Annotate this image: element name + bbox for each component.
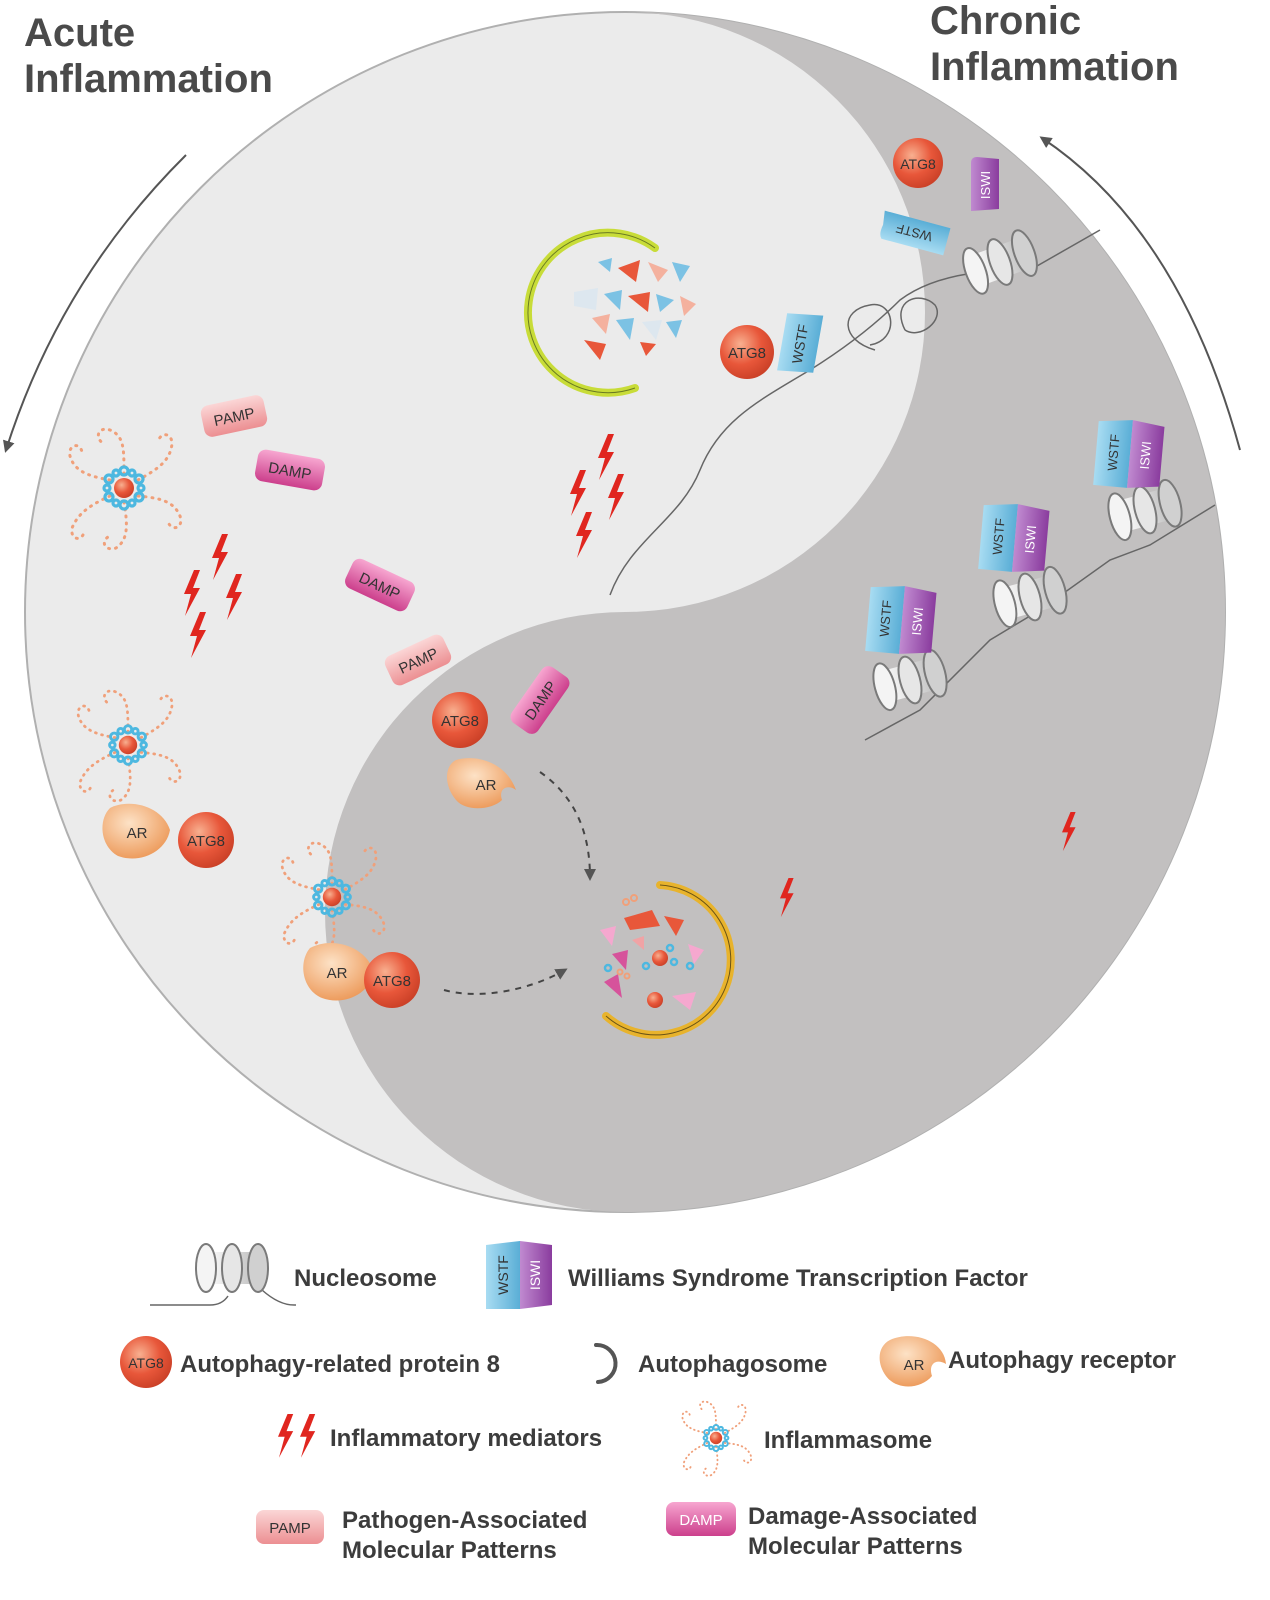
atg8-protein: ATG8	[432, 692, 488, 748]
yin-yang	[24, 11, 1226, 1213]
legend-inflammasome-label: Inflammasome	[764, 1427, 933, 1454]
damp-badge: DAMP	[345, 558, 415, 612]
wstf-fragment: WSTF	[777, 313, 824, 373]
legend-pamp-label: Pathogen-Associated Molecular Patterns	[342, 1506, 587, 1566]
degraded-cargo	[600, 894, 704, 1010]
legend-damp-line2: Molecular Patterns	[748, 1533, 963, 1560]
wstf-iswi-nucleosome: WSTF ISWI	[1093, 420, 1187, 544]
legend-autophagosome-icon	[594, 1342, 618, 1384]
chronic-title-line1: Chronic	[930, 0, 1082, 43]
svg-text:ISWI: ISWI	[978, 171, 993, 199]
acute-title-line2: Inflammation	[24, 57, 273, 101]
chronic-title: Chronic Inflammation	[930, 0, 1179, 90]
svg-text:AR: AR	[476, 777, 497, 794]
damp-badge: DAMP	[255, 449, 325, 491]
autophagy-receptor: AR	[447, 758, 516, 809]
svg-text:ISWI: ISWI	[1022, 525, 1039, 554]
atg8-protein: ATG8	[178, 812, 234, 868]
wstf-iswi-nucleosome: WSTF ISWI	[978, 504, 1072, 631]
legend-autophagosome-label: Autophagosome	[638, 1351, 828, 1378]
legend-damp-line1: Damage-Associated	[748, 1503, 978, 1530]
svg-text:ISWI: ISWI	[527, 1260, 543, 1290]
atg8-protein: ATG8	[720, 325, 774, 379]
acute-arrow	[3, 154, 187, 453]
chronic-arrow	[1039, 136, 1241, 451]
legend-damp-icon: DAMP	[666, 1502, 736, 1536]
autophagosome-gold	[600, 881, 735, 1039]
legend-mediators-label: Inflammatory mediators	[330, 1425, 603, 1452]
legend-wstf-label: Williams Syndrome Transcription Factor	[568, 1265, 1028, 1292]
legend: WSTF ISWI ATG8 AR PAMP DAMP	[120, 1241, 946, 1544]
svg-text:WSTF: WSTF	[989, 518, 1007, 556]
autophagy-receptor: AR	[303, 942, 374, 1001]
svg-text:ATG8: ATG8	[373, 973, 411, 990]
chronic-half	[325, 12, 1225, 1212]
svg-text:WSTF: WSTF	[495, 1255, 511, 1295]
legend-atg8-icon: ATG8	[120, 1336, 172, 1388]
chronic-title-line2: Inflammation	[930, 45, 1179, 89]
acute-title-line1: Acute	[24, 11, 136, 55]
acute-title: Acute Inflammation	[24, 10, 273, 102]
legend-pamp-line1: Pathogen-Associated	[342, 1507, 588, 1534]
legend-inflammasome-icon	[681, 1400, 753, 1477]
atg8-protein: ATG8	[893, 138, 943, 188]
svg-text:ISWI: ISWI	[1137, 441, 1154, 470]
legend-mediators-icon	[278, 1414, 316, 1458]
svg-text:ATG8: ATG8	[187, 833, 225, 850]
iswi-fragment: ISWI	[971, 157, 999, 211]
legend-pamp-icon: PAMP	[256, 1510, 324, 1544]
autophagosome-green	[523, 228, 696, 397]
legend-pamp-line2: Molecular Patterns	[342, 1537, 557, 1564]
legend-ar-icon: AR	[879, 1336, 946, 1387]
degraded-fragments	[574, 258, 696, 360]
legend-wstf-iswi-icon: WSTF ISWI	[486, 1241, 552, 1309]
svg-text:PAMP: PAMP	[269, 1520, 310, 1537]
svg-text:AR: AR	[127, 825, 148, 842]
svg-text:AR: AR	[904, 1357, 925, 1374]
atg8-protein: ATG8	[364, 952, 420, 1008]
wstf-iswi-nucleosome: WSTF ISWI	[865, 586, 952, 714]
pamp-badge: PAMP	[200, 395, 268, 437]
svg-text:DAMP: DAMP	[679, 1512, 722, 1529]
svg-text:ISWI: ISWI	[909, 607, 926, 636]
legend-nucleosome-icon	[150, 1243, 297, 1306]
svg-text:ATG8: ATG8	[441, 713, 479, 730]
svg-text:WSTF: WSTF	[876, 600, 894, 638]
dashed-arrow	[443, 968, 568, 995]
svg-text:WSTF: WSTF	[1104, 434, 1122, 472]
svg-text:WSTF: WSTF	[789, 323, 812, 365]
dashed-arrow	[539, 771, 596, 881]
svg-text:ATG8: ATG8	[728, 345, 766, 362]
wstf-fragment: WSTF	[880, 210, 951, 256]
svg-text:AR: AR	[327, 965, 348, 982]
legend-ar-label: Autophagy receptor	[948, 1347, 1177, 1374]
legend-atg8-label: Autophagy-related protein 8	[180, 1351, 501, 1378]
legend-nucleosome-label: Nucleosome	[294, 1265, 437, 1292]
pamp-badge: PAMP	[384, 634, 452, 686]
legend-damp-label: Damage-Associated Molecular Patterns	[748, 1502, 977, 1562]
svg-text:ATG8: ATG8	[900, 156, 936, 172]
autophagy-receptor: AR	[102, 803, 170, 859]
svg-text:ATG8: ATG8	[128, 1355, 164, 1371]
